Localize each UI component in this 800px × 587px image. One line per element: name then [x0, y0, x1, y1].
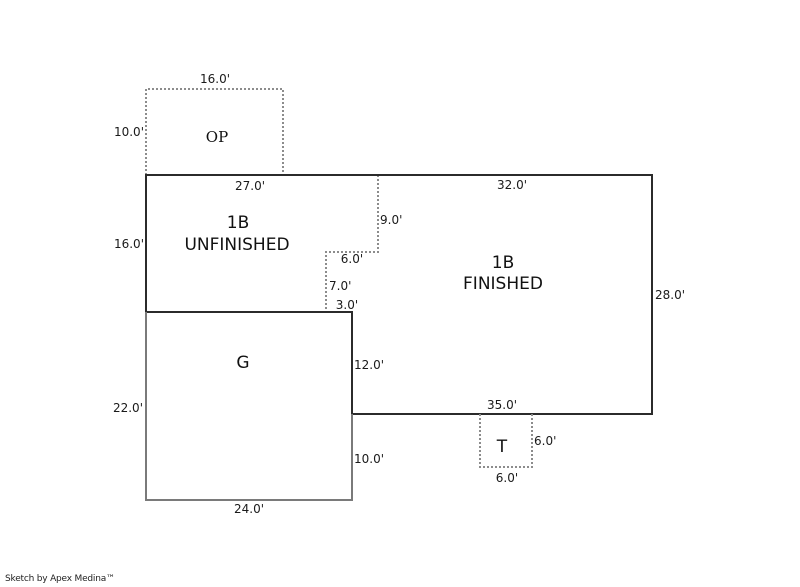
finished-label-line1: 1B — [492, 253, 514, 273]
finished-area: 1B FINISHED 32.0' 28.0' 35.0' 12.0' — [354, 178, 685, 412]
op-area: OP 16.0' 10.0' — [114, 72, 284, 175]
unfinished-label-line1: 1B — [227, 213, 249, 233]
dim-finished-left: 12.0' — [354, 358, 384, 372]
garage-area: G 22.0' 10.0' 24.0' — [113, 312, 384, 516]
dim-unfinished-top: 27.0' — [235, 179, 265, 193]
dim-unfinished-left: 16.0' — [114, 237, 144, 251]
dim-op-top: 16.0' — [200, 72, 230, 86]
dim-step-bottom: 3.0' — [336, 298, 358, 312]
op-outline — [145, 88, 284, 175]
dim-finished-right: 28.0' — [655, 288, 685, 302]
house-outline — [145, 174, 653, 415]
unfinished-area: 1B UNFINISHED 27.0' 16.0' 9.0' 6.0' 7.0'… — [114, 179, 402, 312]
garage-outline — [145, 312, 353, 501]
dim-garage-left: 22.0' — [113, 401, 143, 415]
dim-op-left: 10.0' — [114, 125, 144, 139]
dim-finished-bottom: 35.0' — [487, 398, 517, 412]
dim-step-upper: 9.0' — [380, 213, 402, 227]
dim-step-lower: 7.0' — [329, 279, 351, 293]
dim-finished-top: 32.0' — [497, 178, 527, 192]
dim-t-bottom: 6.0' — [496, 471, 518, 485]
dim-t-right: 6.0' — [534, 434, 556, 448]
t-area: T 6.0' 6.0' — [479, 414, 556, 485]
unfinished-label-line2: UNFINISHED — [184, 235, 289, 255]
garage-label: G — [236, 353, 249, 373]
sketch-credit: Sketch by Apex Medina™ — [5, 574, 115, 584]
t-label: T — [496, 437, 508, 457]
dim-garage-bottom: 24.0' — [234, 502, 264, 516]
op-label: OP — [206, 128, 228, 146]
dim-garage-right: 10.0' — [354, 452, 384, 466]
finished-label-line2: FINISHED — [463, 274, 543, 294]
dim-step-mid: 6.0' — [341, 252, 363, 266]
